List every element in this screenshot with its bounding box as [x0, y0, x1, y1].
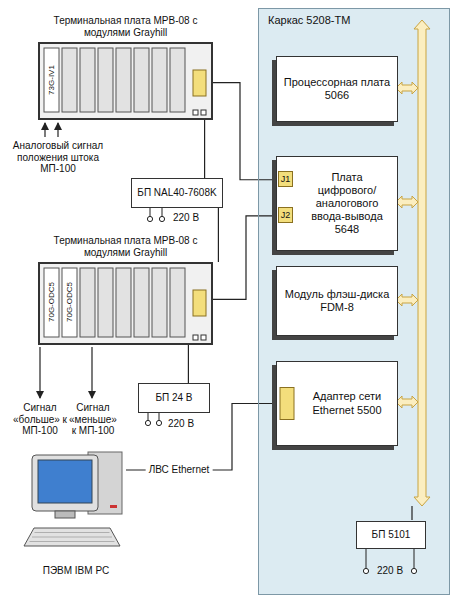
monitor-screen — [38, 460, 92, 503]
board-connector — [193, 70, 206, 96]
mains-wire — [162, 208, 163, 216]
wire — [213, 216, 276, 300]
mains-terminal — [156, 420, 161, 425]
node-text: ПЭВМ IBM PC — [43, 565, 110, 577]
module-slot — [98, 268, 113, 337]
terminal — [193, 110, 198, 115]
pin-label: J1 — [278, 171, 293, 187]
power-wire — [411, 506, 412, 520]
node-text: БП 24 В — [155, 392, 192, 404]
pin-label: J2 — [278, 207, 293, 223]
signal-arrow — [39, 347, 40, 398]
signal-label: Сигнал «меньше» к МП-100 — [66, 402, 120, 437]
wire — [188, 345, 189, 383]
bus-link — [396, 196, 418, 208]
terminal — [201, 110, 206, 115]
mains-wire — [414, 548, 415, 568]
module-label: 70G-ODC5 — [47, 282, 56, 322]
module-slot — [80, 268, 95, 337]
computer: ПЭВМ IBM PC — [26, 445, 126, 580]
power-supply: БП 24 В — [138, 383, 210, 413]
ethernet-adapter: Адаптер сети Ethernet 5500 — [276, 361, 398, 446]
module-slot — [170, 268, 185, 337]
signal-label: Сигнал «больше» к МП-100 — [12, 402, 68, 437]
mains-wire — [148, 413, 149, 420]
key-row — [35, 532, 110, 533]
power-supply: БП 5101 — [356, 521, 426, 549]
module-slot — [116, 48, 131, 112]
wire — [218, 208, 219, 262]
module-slot — [152, 268, 167, 337]
signal-arrow — [44, 123, 45, 137]
chassis-frame: Каркас 5208-ТМ Процессорная плата 5066Пла… — [258, 8, 450, 595]
bus-link — [396, 294, 418, 306]
mains-wire — [150, 208, 151, 216]
board-panel — [38, 262, 213, 345]
signal-arrow — [57, 123, 58, 137]
terminal-board: Терминальная плата МРВ-08 с модулями Gra… — [38, 262, 213, 345]
signal-label: 220 В — [173, 212, 199, 224]
node-text: БП 5101 — [372, 529, 411, 541]
mains-terminal — [159, 216, 164, 221]
module-slot — [80, 48, 95, 112]
board-connector — [193, 290, 206, 316]
edge-label: ЛВС Ethernet — [146, 464, 213, 476]
bus-link — [396, 396, 418, 408]
mains-terminal — [363, 568, 368, 573]
terminal-board: Терминальная плата МРВ-08 с модулями Gra… — [38, 42, 213, 120]
node-text: Процессорная плата 5066 — [283, 76, 391, 102]
flash-module: Модуль флэш-диска FDM-8 — [276, 266, 398, 336]
module-slot — [134, 48, 149, 112]
processor-card: Процессорная плата 5066 — [276, 56, 398, 122]
module-slot — [44, 268, 59, 337]
power-supply: БП NAL40-7608K — [131, 178, 223, 208]
mains-wire — [366, 548, 367, 568]
mains-wire — [159, 413, 160, 420]
module-slot — [62, 268, 77, 337]
signal-arrow — [91, 347, 92, 398]
mains-terminal — [147, 216, 152, 221]
module-label: 73G-IV1 — [47, 65, 56, 95]
signal-label: 220 В — [168, 418, 194, 430]
module-slot — [170, 48, 185, 112]
module-slot — [152, 48, 167, 112]
node-text: Терминальная плата МРВ-08 с модулями Gra… — [50, 15, 201, 39]
wire — [204, 120, 205, 178]
network-connector — [280, 388, 294, 420]
key-row — [30, 541, 115, 542]
monitor-stand — [55, 511, 75, 518]
power-led — [110, 505, 117, 508]
terminal — [201, 335, 206, 340]
mains-terminal — [145, 420, 150, 425]
key-row — [32, 537, 112, 538]
module-slot — [116, 268, 131, 337]
mains-terminal — [411, 568, 416, 573]
io-card: Плата цифрового/ аналогового ввода-вывод… — [276, 156, 398, 251]
node-text: Адаптер сети Ethernet 5500 — [303, 390, 391, 416]
terminal — [193, 335, 198, 340]
wire — [126, 404, 276, 470]
wire — [213, 83, 276, 180]
signal-label: 220 В — [372, 565, 408, 577]
node-text: Модуль флэш-диска FDM-8 — [283, 288, 391, 314]
module-slot — [98, 48, 113, 112]
node-text: Каркас 5208-ТМ — [268, 14, 350, 27]
keyboard — [24, 528, 120, 546]
frame-fill — [258, 8, 450, 595]
module-label: 70G-ODC5 — [65, 282, 74, 322]
node-text: Терминальная плата МРВ-08 с модулями Gra… — [50, 235, 201, 259]
node-text: Плата цифрового/ аналогового ввода-вывод… — [303, 171, 391, 237]
board-panel — [38, 42, 213, 120]
module-slot — [62, 48, 77, 112]
bus-link — [396, 82, 418, 94]
signal-label: Аналоговый сигнал положения штока МП-100 — [8, 140, 108, 175]
monitor — [32, 455, 98, 511]
node-text: БП NAL40-7608K — [137, 187, 216, 199]
module-slot — [44, 48, 59, 112]
system-bus — [414, 20, 430, 506]
module-slot — [134, 268, 149, 337]
